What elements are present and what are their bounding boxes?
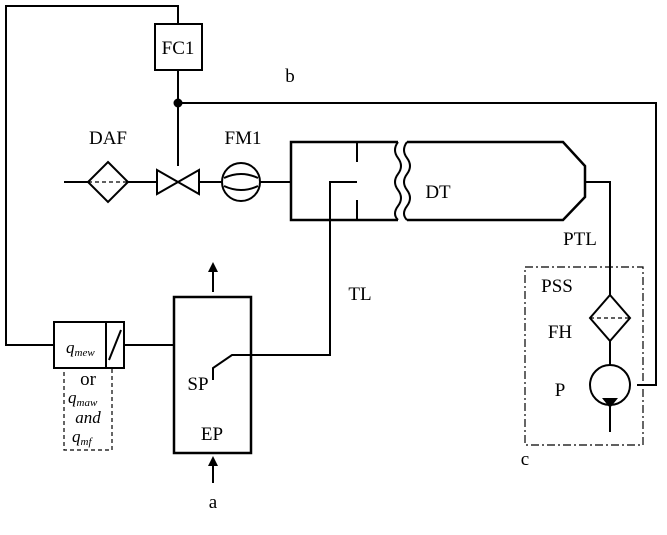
daf-filter-icon (86, 160, 130, 204)
or-label: or (80, 369, 97, 390)
exhaust-out-arrow-icon (208, 262, 218, 292)
q-mf-label: qmf (72, 427, 93, 448)
c-label: c (521, 449, 529, 470)
label-b: b (285, 66, 295, 87)
fh-filter-icon (588, 293, 632, 343)
control-line-fc1-to-meter (5, 5, 179, 346)
daf-label: DAF (89, 128, 127, 149)
exhaust-flow-meter (53, 321, 125, 369)
exhaust-pipe-ep (172, 295, 253, 455)
dilution-tunnel (289, 140, 587, 222)
transfer-line-tl (212, 181, 357, 380)
tl-label: TL (348, 284, 371, 305)
pss-label: PSS (541, 276, 573, 297)
sp-label: SP (187, 374, 208, 395)
particle-transfer-line (585, 181, 611, 295)
ep-label: EP (201, 424, 223, 445)
q-mew-label: qmew (66, 338, 95, 359)
q-maw-label: qmaw (68, 388, 98, 409)
exhaust-in-arrow-icon (208, 456, 218, 483)
pss-enclosure (524, 266, 644, 446)
fc1-label: FC1 (162, 38, 195, 59)
fm1-flowmeter-icon (221, 162, 261, 202)
p-label: P (555, 380, 566, 401)
control-valve-icon (156, 168, 200, 196)
dt-label: DT (425, 182, 451, 203)
and-label: and (75, 408, 101, 427)
signal-line-b (178, 102, 657, 386)
fm1-label: FM1 (225, 128, 262, 149)
pump-icon (589, 364, 631, 408)
a-label: a (209, 492, 218, 513)
fh-label: FH (548, 322, 573, 343)
ptl-label: PTL (563, 229, 597, 250)
alternative-measurement-box (63, 367, 113, 451)
